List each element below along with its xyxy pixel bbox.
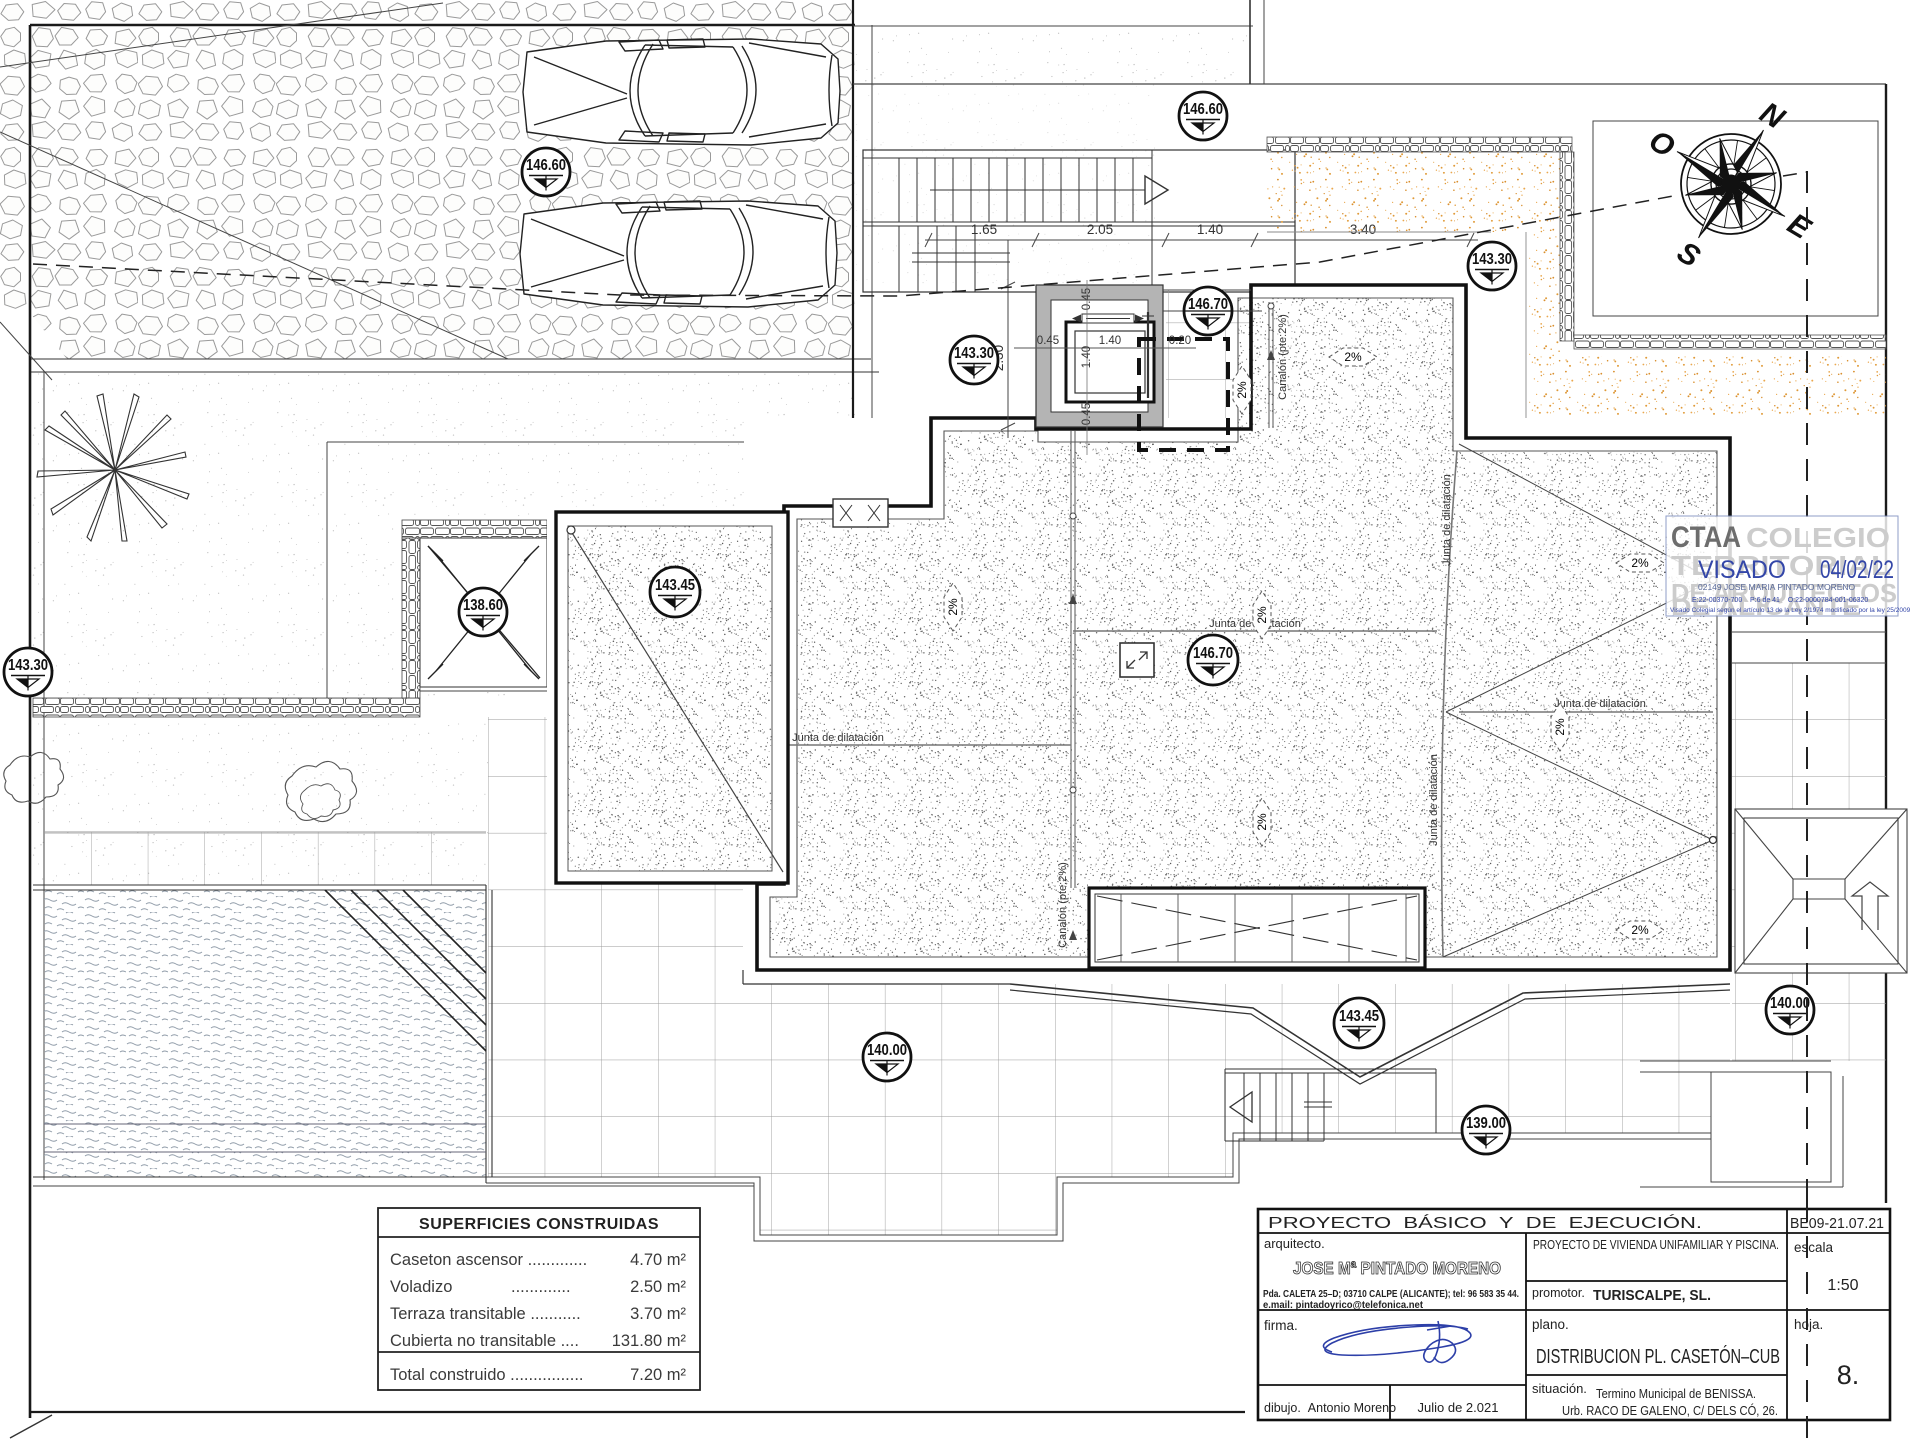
svg-text:2%: 2%	[1631, 556, 1649, 570]
svg-text:04/02/22: 04/02/22	[1820, 556, 1894, 584]
svg-text:146.60: 146.60	[526, 157, 566, 174]
svg-text:DE ARQUITECTOS: DE ARQUITECTOS	[1671, 578, 1897, 608]
svg-text:escala: escala	[1794, 1240, 1834, 1255]
svg-text:140.00: 140.00	[867, 1042, 907, 1059]
svg-text:139.00: 139.00	[1466, 1115, 1506, 1132]
svg-text:hoja.: hoja.	[1794, 1317, 1823, 1332]
svg-text:COLEGIO: COLEGIO	[1746, 522, 1890, 553]
svg-text:Visado Colegial según el artíc: Visado Colegial según el artículo 13 de …	[1670, 607, 1911, 614]
svg-text:2%: 2%	[1235, 381, 1249, 399]
svg-text:situación.: situación.	[1532, 1381, 1587, 1396]
svg-text:PROYECTO DE VIVIENDA UNIFAM: PROYECTO DE VIVIENDA UNIFAMILIAR Y PISCI…	[1533, 1238, 1779, 1252]
svg-text:Cubierta no transitable ....: Cubierta no transitable ....	[390, 1332, 579, 1350]
svg-text:2%: 2%	[1255, 813, 1269, 831]
svg-text:SUPERFICIES CONSTRUIDAS: SUPERFICIES CONSTRUIDAS	[419, 1216, 659, 1233]
svg-text:DISTRIBUCION PL. CASETÓN–CUB: DISTRIBUCION PL. CASETÓN–CUB	[1536, 1345, 1780, 1368]
svg-text:02149 JOSE MARIA PINTADO MOREN: 02149 JOSE MARIA PINTADO MORENO	[1698, 582, 1856, 592]
svg-text:Julio de 2.021: Julio de 2.021	[1418, 1400, 1499, 1415]
svg-text:PROYECTO BÁSICO Y DE EJECU: PROYECTO BÁSICO Y DE EJECUCIÓN.	[1268, 1213, 1702, 1232]
svg-text:1.40: 1.40	[1197, 222, 1223, 237]
svg-text:131.80 m²: 131.80 m²	[612, 1332, 687, 1350]
svg-text:143.30: 143.30	[1472, 251, 1512, 268]
svg-text:Canalón (pte:2%): Canalón (pte:2%)	[1057, 862, 1069, 948]
svg-text:promotor.: promotor.	[1532, 1286, 1585, 1300]
svg-text:E:22-00370-700 P:6 de 41: E:22-00370-700 P:6 de 41 O:22-0000784-00…	[1692, 597, 1868, 604]
svg-text:1.65: 1.65	[971, 222, 997, 237]
svg-text:Total construido ............: Total construido ................	[390, 1366, 584, 1384]
svg-text:arquitecto.: arquitecto.	[1264, 1236, 1325, 1251]
svg-text:146.70: 146.70	[1188, 296, 1228, 313]
svg-text:VISADO: VISADO	[1698, 556, 1786, 584]
svg-text:7.20 m²: 7.20 m²	[630, 1366, 686, 1384]
svg-text:143.45: 143.45	[1339, 1008, 1379, 1025]
svg-text:Caseton ascensor .............: Caseton ascensor .............	[390, 1251, 587, 1269]
svg-text:143.45: 143.45	[655, 577, 695, 594]
svg-text:143.30: 143.30	[8, 657, 48, 674]
svg-text:3.70 m²: 3.70 m²	[630, 1305, 686, 1323]
svg-text:146.70: 146.70	[1193, 645, 1233, 662]
svg-text:8.: 8.	[1837, 1360, 1860, 1390]
svg-text:TURISCALPE, SL.: TURISCALPE, SL.	[1593, 1288, 1711, 1304]
svg-text:Terraza transitable .........: Terraza transitable ...........	[390, 1305, 581, 1323]
svg-text:.............: .............	[511, 1278, 571, 1296]
svg-text:Junta de dilatación: Junta de dilatación	[1554, 698, 1646, 710]
svg-text:2%: 2%	[1553, 718, 1567, 736]
svg-text:2.05: 2.05	[1087, 222, 1113, 237]
svg-text:JOSE Mª PINTADO MORENO: JOSE Mª PINTADO MORENO	[1293, 1258, 1501, 1278]
svg-text:140.00: 140.00	[1770, 995, 1810, 1012]
svg-text:plano.: plano.	[1532, 1317, 1569, 1332]
svg-text:143.30: 143.30	[954, 345, 994, 362]
svg-text:2%: 2%	[1344, 350, 1362, 364]
svg-text:0.45: 0.45	[1037, 335, 1059, 347]
svg-text:Termino Municipal de BENISS: Termino Municipal de BENISSA.	[1596, 1387, 1756, 1401]
svg-text:Pda. CALETA 25–D; 03710 CA: Pda. CALETA 25–D; 03710 CALPE (ALICANTE)…	[1263, 1288, 1519, 1300]
svg-text:138.60: 138.60	[463, 597, 503, 614]
svg-text:0.20: 0.20	[1169, 335, 1191, 347]
svg-text:146.60: 146.60	[1183, 101, 1223, 118]
svg-text:Junta de dilatación: Junta de dilatación	[1441, 474, 1453, 566]
svg-text:BE09-21.07.21: BE09-21.07.21	[1790, 1216, 1884, 1232]
svg-text:2%: 2%	[946, 598, 960, 616]
svg-text:Canalón (pte:2%): Canalón (pte:2%)	[1277, 314, 1289, 400]
svg-text:1:50: 1:50	[1827, 1277, 1858, 1294]
svg-text:4.70 m²: 4.70 m²	[630, 1251, 686, 1269]
svg-text:e.mail: pintadoyrico@telefoni: e.mail: pintadoyrico@telefonica.net	[1263, 1299, 1423, 1311]
svg-text:1.40: 1.40	[1099, 335, 1121, 347]
svg-text:2%: 2%	[1631, 923, 1649, 937]
svg-text:Urb. RACO DE GALENO, C/ D: Urb. RACO DE GALENO, C/ DELS CÓ, 26.	[1562, 1403, 1778, 1418]
svg-text:dibujo. Antonio Moreno: dibujo. Antonio Moreno	[1264, 1401, 1396, 1415]
svg-text:Junta de dilatación: Junta de dilatación	[792, 732, 884, 744]
svg-text:Voladizo: Voladizo	[390, 1278, 452, 1296]
svg-text:2%: 2%	[1255, 606, 1269, 624]
svg-text:Junta de dilatación: Junta de dilatación	[1428, 754, 1440, 846]
svg-text:firma.: firma.	[1264, 1318, 1298, 1333]
svg-text:CTAA: CTAA	[1671, 521, 1741, 554]
svg-text:2.50 m²: 2.50 m²	[630, 1278, 686, 1296]
svg-text:DE ALICANTE: DE ALICANTE	[1671, 594, 1861, 621]
svg-text:TERRITORIAL: TERRITORIAL	[1671, 550, 1891, 581]
